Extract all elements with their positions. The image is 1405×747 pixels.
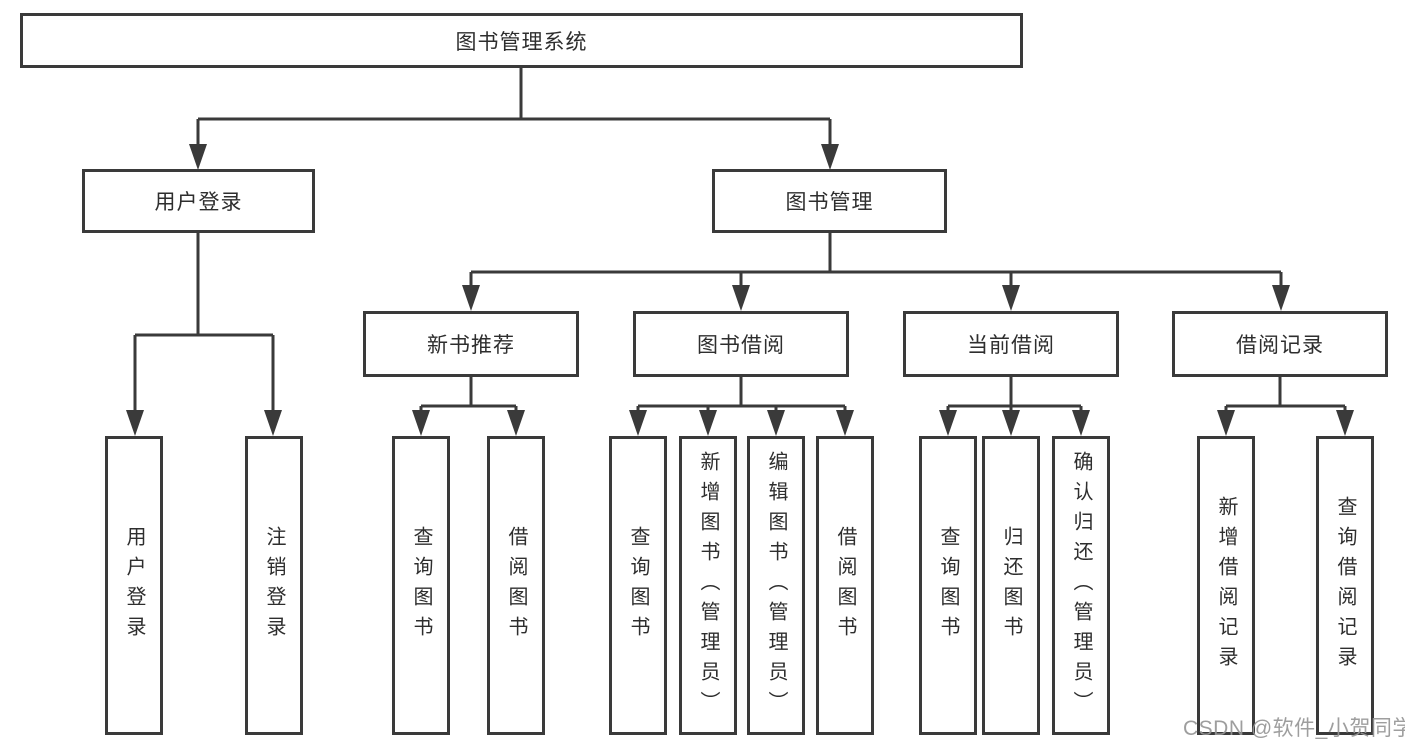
connector-borrow-records — [1224, 377, 1347, 416]
leaf-borrow-book-label: 借阅图书 — [834, 525, 856, 646]
arrowhead — [629, 410, 647, 436]
leaf-query-book-borrow: 查询图书 — [609, 436, 667, 735]
arrowhead — [821, 144, 839, 170]
node-new-book-recommend-label: 新书推荐 — [427, 334, 515, 357]
leaf-borrow-book-recommend-label: 借阅图书 — [505, 525, 527, 646]
arrowhead — [699, 410, 717, 436]
arrowhead — [264, 410, 282, 436]
leaf-borrow-book-recommend: 借阅图书 — [487, 436, 545, 735]
node-borrow-records: 借阅记录 — [1172, 311, 1388, 377]
connector-book-mgmt — [469, 233, 1283, 291]
arrowhead — [732, 285, 750, 311]
leaf-return-book-label: 归还图书 — [1000, 525, 1022, 646]
node-user-login: 用户登录 — [82, 169, 315, 233]
node-book-borrow: 图书借阅 — [633, 311, 849, 377]
leaf-query-book-borrow-label: 查询图书 — [627, 525, 649, 646]
leaf-user-login: 用户登录 — [105, 436, 163, 735]
arrowhead — [189, 144, 207, 170]
connector-user-login — [133, 233, 275, 416]
leaf-confirm-return-admin-label: 确认归还（管理员） — [1070, 450, 1092, 721]
arrowhead — [836, 410, 854, 436]
node-borrow-records-label: 借阅记录 — [1236, 334, 1324, 357]
connector-book-borrow — [636, 377, 847, 416]
leaf-query-borrow-record: 查询借阅记录 — [1316, 436, 1374, 735]
arrowhead — [412, 410, 430, 436]
node-new-book-recommend: 新书推荐 — [363, 311, 579, 377]
leaf-add-borrow-record-label: 新增借阅记录 — [1215, 495, 1237, 676]
arrowhead — [1002, 410, 1020, 436]
arrowhead — [939, 410, 957, 436]
arrowhead — [1072, 410, 1090, 436]
leaf-borrow-book: 借阅图书 — [816, 436, 874, 735]
connector-new-book — [419, 377, 518, 416]
arrowheads — [126, 144, 1354, 436]
arrowhead — [507, 410, 525, 436]
connector-root — [196, 68, 832, 150]
node-book-mgmt: 图书管理 — [712, 169, 947, 233]
node-root-label: 图书管理系统 — [455, 30, 588, 54]
arrowhead — [1272, 285, 1290, 311]
leaf-add-book-admin-label: 新增图书（管理员） — [697, 450, 719, 721]
leaf-edit-book-admin: 编辑图书（管理员） — [747, 436, 805, 735]
leaf-query-book-recommend: 查询图书 — [392, 436, 450, 735]
arrowhead — [767, 410, 785, 436]
arrowhead — [462, 285, 480, 311]
leaf-query-borrow-record-label: 查询借阅记录 — [1334, 495, 1356, 676]
arrowhead — [1002, 285, 1020, 311]
leaf-query-book-recommend-label: 查询图书 — [410, 525, 432, 646]
leaf-return-book: 归还图书 — [982, 436, 1040, 735]
node-current-borrow: 当前借阅 — [903, 311, 1119, 377]
leaf-confirm-return-admin: 确认归还（管理员） — [1052, 436, 1110, 735]
leaf-user-login-label: 用户登录 — [123, 525, 145, 646]
leaf-logout-label: 注销登录 — [263, 525, 285, 646]
node-user-login-label: 用户登录 — [154, 191, 243, 214]
arrowhead — [126, 410, 144, 436]
leaf-edit-book-admin-label: 编辑图书（管理员） — [765, 450, 787, 721]
arrowhead — [1217, 410, 1235, 436]
leaf-logout: 注销登录 — [245, 436, 303, 735]
leaf-query-book-current: 查询图书 — [919, 436, 977, 735]
leaf-query-book-current-label: 查询图书 — [937, 525, 959, 646]
leaf-add-book-admin: 新增图书（管理员） — [679, 436, 737, 735]
csdn-watermark: CSDN @软件_小贺同学 — [1183, 717, 1405, 740]
leaf-add-borrow-record: 新增借阅记录 — [1197, 436, 1255, 735]
arrowhead — [1336, 410, 1354, 436]
node-book-mgmt-label: 图书管理 — [785, 191, 874, 214]
node-current-borrow-label: 当前借阅 — [967, 334, 1055, 357]
node-book-borrow-label: 图书借阅 — [697, 334, 785, 357]
node-root: 图书管理系统 — [20, 13, 1023, 68]
